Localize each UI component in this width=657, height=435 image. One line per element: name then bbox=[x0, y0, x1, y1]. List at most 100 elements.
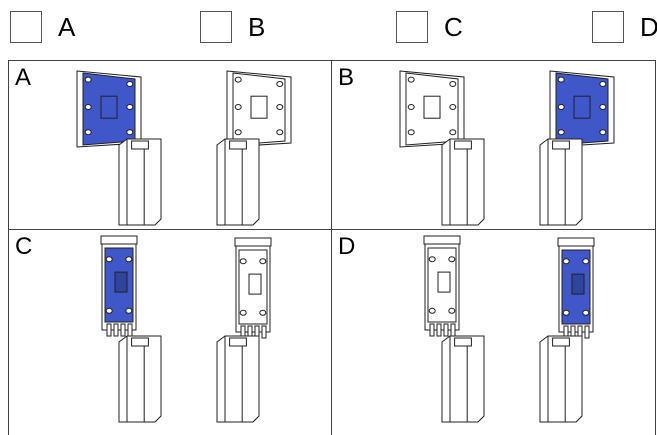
bracket-plate bbox=[549, 70, 615, 148]
answer-options: A B C D bbox=[0, 0, 657, 52]
screw-hole bbox=[562, 258, 570, 265]
bracket-top-flange bbox=[557, 237, 595, 247]
panel-b-label: B bbox=[338, 64, 355, 91]
screw-hole bbox=[259, 258, 267, 265]
screw-hole bbox=[125, 256, 133, 263]
bracket-tab bbox=[113, 323, 119, 337]
option-a[interactable]: A bbox=[10, 10, 75, 44]
option-c-checkbox[interactable] bbox=[396, 11, 428, 43]
screw-hole bbox=[599, 129, 607, 136]
screw-hole bbox=[449, 129, 457, 136]
bracket-tab bbox=[429, 323, 435, 337]
screw-hole bbox=[428, 256, 436, 263]
rail-profile bbox=[539, 138, 583, 226]
screw-hole bbox=[239, 258, 247, 265]
screw-hole bbox=[105, 307, 113, 314]
rail-profile bbox=[539, 335, 583, 423]
option-c-label: C bbox=[444, 12, 463, 42]
bracket-latch bbox=[100, 95, 118, 119]
screw-hole bbox=[276, 104, 284, 110]
screw-hole bbox=[126, 80, 134, 87]
rail-body bbox=[216, 138, 260, 226]
panel-d-label: D bbox=[338, 233, 356, 260]
bracket-latch bbox=[114, 271, 128, 293]
bracket-tab bbox=[106, 323, 112, 337]
rail-profile bbox=[118, 335, 162, 423]
bracket-plate bbox=[234, 237, 272, 339]
screw-hole bbox=[599, 80, 607, 87]
panel-c: C bbox=[8, 230, 332, 435]
rail-profile bbox=[441, 335, 485, 423]
panel-c-label: C bbox=[15, 233, 33, 260]
screw-hole bbox=[276, 80, 284, 87]
screw-hole bbox=[449, 104, 457, 110]
option-b-checkbox[interactable] bbox=[200, 11, 232, 43]
bracket-plate bbox=[557, 237, 595, 339]
screw-hole bbox=[562, 309, 570, 316]
rail-cap bbox=[131, 140, 149, 150]
bracket-plate bbox=[100, 235, 138, 337]
screw-hole bbox=[599, 104, 607, 110]
rail-body bbox=[216, 335, 260, 423]
screw-hole bbox=[557, 76, 565, 83]
screw-hole bbox=[407, 76, 415, 83]
bracket-plate bbox=[76, 70, 142, 148]
screw-hole bbox=[125, 307, 133, 314]
rail-body bbox=[118, 335, 162, 423]
bracket-tab bbox=[261, 325, 267, 339]
bracket-tab bbox=[127, 323, 133, 337]
panel-grid: A B C D bbox=[8, 60, 656, 435]
bracket-tab bbox=[584, 325, 590, 339]
rail-profile bbox=[118, 138, 162, 226]
option-a-label: A bbox=[58, 12, 76, 42]
bracket-top-flange bbox=[100, 235, 138, 245]
rail-body bbox=[441, 335, 485, 423]
rail-profile bbox=[441, 138, 485, 226]
option-b[interactable]: B bbox=[200, 10, 265, 44]
screw-hole bbox=[276, 129, 284, 136]
screw-hole bbox=[407, 129, 415, 136]
bracket-plate bbox=[226, 70, 292, 148]
bracket-face bbox=[232, 72, 286, 146]
screw-hole bbox=[582, 258, 590, 265]
option-d-checkbox[interactable] bbox=[592, 11, 624, 43]
panel-a-illustration bbox=[76, 70, 292, 226]
panel-c-illustration bbox=[100, 235, 272, 423]
rail-body bbox=[118, 138, 162, 226]
screw-hole bbox=[448, 307, 456, 314]
option-a-checkbox[interactable] bbox=[10, 11, 42, 43]
rail-body bbox=[441, 138, 485, 226]
screw-hole bbox=[407, 104, 415, 110]
bracket-plate bbox=[399, 70, 465, 148]
panel-b: B bbox=[332, 61, 656, 230]
bracket-latch bbox=[248, 273, 262, 295]
rail-cap bbox=[552, 337, 570, 347]
bracket-latch bbox=[250, 95, 268, 119]
option-d-label: D bbox=[640, 12, 657, 42]
bracket-latch bbox=[571, 273, 585, 295]
option-c[interactable]: C bbox=[396, 10, 463, 44]
bracket-tab bbox=[120, 323, 126, 337]
rail-cap bbox=[454, 337, 472, 347]
rail-cap bbox=[131, 337, 149, 347]
bracket-latch bbox=[423, 95, 441, 119]
panel-a: A bbox=[8, 61, 332, 230]
panel-d: D bbox=[332, 230, 656, 435]
screw-hole bbox=[84, 76, 92, 83]
rail-body bbox=[539, 138, 583, 226]
bracket-latch bbox=[437, 271, 451, 293]
screw-hole bbox=[234, 104, 242, 110]
screw-hole bbox=[84, 104, 92, 110]
screw-hole bbox=[126, 104, 134, 110]
option-d[interactable]: D bbox=[592, 10, 657, 44]
rail-cap bbox=[229, 140, 247, 150]
screw-hole bbox=[557, 104, 565, 110]
screw-hole bbox=[239, 309, 247, 316]
bracket-top-flange bbox=[234, 237, 272, 247]
bracket-tab bbox=[436, 323, 442, 337]
rail-cap bbox=[552, 140, 570, 150]
rail-cap bbox=[229, 337, 247, 347]
screw-hole bbox=[126, 129, 134, 136]
screw-hole bbox=[259, 309, 267, 316]
screw-hole bbox=[582, 309, 590, 316]
